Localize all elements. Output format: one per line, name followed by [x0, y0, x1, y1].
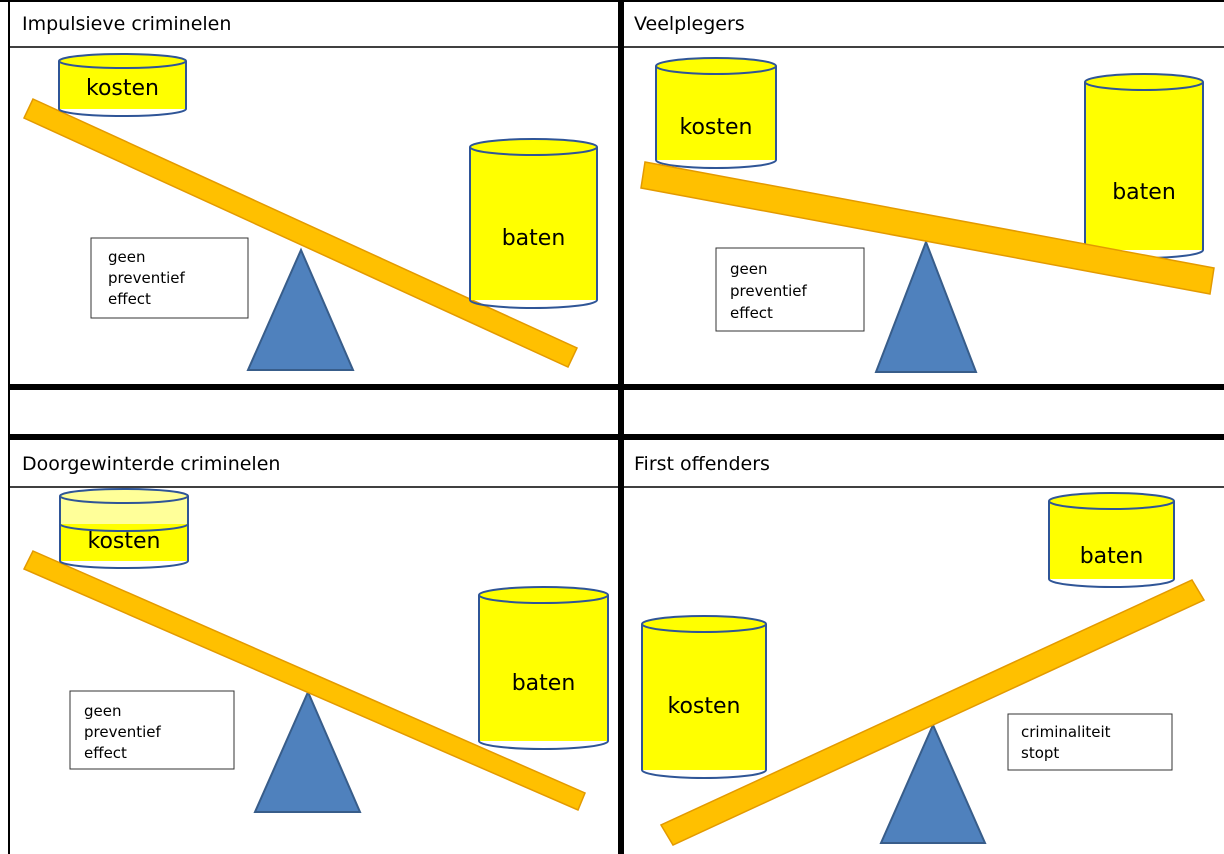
cylinder-label-kosten: kosten	[88, 529, 161, 554]
note-box: geen preventief effect	[90, 237, 249, 319]
note-line-3: effect	[730, 304, 773, 322]
panel-title-veelplegers: Veelplegers	[634, 13, 745, 35]
note-box: criminaliteit stopt	[1007, 713, 1173, 771]
fulcrum	[879, 722, 987, 844]
note-line-3: effect	[108, 290, 151, 308]
balance-plank	[640, 161, 1215, 295]
panel-title-first-offenders: First offenders	[634, 453, 770, 475]
balance-plank	[22, 550, 586, 811]
note-line-1: criminaliteit	[1021, 723, 1111, 741]
cylinder-label-kosten: kosten	[86, 76, 159, 101]
left-cylinder-kosten: kosten	[641, 615, 767, 779]
note-line-2: preventief	[730, 282, 807, 300]
note-box: geen preventief effect	[69, 690, 235, 770]
note-line-2: preventief	[108, 269, 185, 287]
note-line-2: stopt	[1021, 744, 1059, 762]
balance-plank	[22, 98, 579, 368]
fulcrum	[253, 689, 362, 813]
cylinder-label-baten: baten	[1080, 544, 1144, 569]
note-line-2: preventief	[84, 723, 161, 741]
cylinder-label-baten: baten	[502, 226, 566, 251]
panel-title-doorgewinterde: Doorgewinterde criminelen	[22, 453, 281, 475]
cylinder-label-baten: baten	[512, 671, 576, 696]
right-cylinder-baten: baten	[1048, 492, 1175, 588]
fulcrum	[874, 239, 978, 373]
balance-plank	[659, 579, 1206, 846]
left-cylinder-kosten: kosten	[59, 488, 189, 569]
cylinder-label-baten: baten	[1112, 180, 1176, 205]
left-cylinder-kosten: kosten	[655, 57, 777, 169]
left-cylinder-kosten: kosten	[58, 53, 187, 117]
cylinder-label-kosten: kosten	[668, 694, 741, 719]
fulcrum	[246, 247, 355, 371]
note-line-1: geen	[108, 248, 146, 266]
panel-title-impulsieve: Impulsieve criminelen	[22, 13, 232, 35]
right-cylinder-baten: baten	[478, 586, 609, 750]
right-cylinder-baten: baten	[469, 138, 598, 309]
note-line-3: effect	[84, 744, 127, 762]
cylinder-label-kosten: kosten	[680, 115, 753, 140]
note-line-1: geen	[84, 702, 122, 720]
note-line-1: geen	[730, 260, 768, 278]
note-box: geen preventief effect	[715, 247, 865, 332]
